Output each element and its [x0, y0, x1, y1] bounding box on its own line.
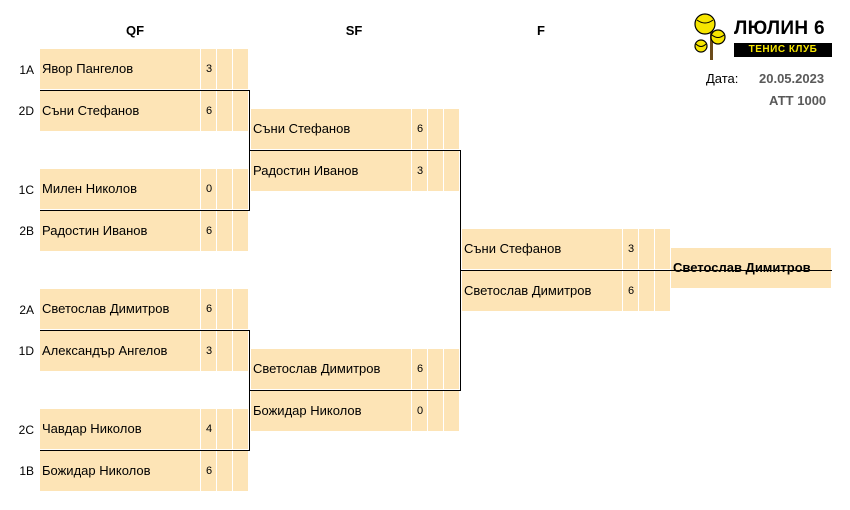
date-label: Дата:: [706, 71, 739, 86]
qf-seed-2: 2D: [18, 104, 34, 118]
final-player-2: Светослав Димитров 6: [462, 271, 670, 311]
player-score: 0: [205, 183, 213, 195]
qf-seed-5: 2A: [19, 303, 34, 317]
player-name: Светослав Димитров: [464, 283, 592, 298]
sf-player-4: Божидар Николов 0: [251, 391, 459, 431]
qf-player-4: Радостин Иванов 6: [40, 211, 248, 251]
sf-player-1: Съни Стефанов 6: [251, 109, 459, 149]
player-score: 3: [205, 345, 213, 357]
qf-player-5: Светослав Димитров 6: [40, 289, 248, 329]
player-name: Чавдар Николов: [42, 421, 142, 436]
logo-title: ЛЮЛИН 6: [734, 18, 825, 39]
bracket-line: [249, 90, 250, 150]
player-name: Съни Стефанов: [42, 103, 140, 118]
bracket-line: [460, 270, 832, 271]
player-name: Съни Стефанов: [253, 121, 351, 136]
player-name: Милен Николов: [42, 181, 137, 196]
qf-player-6: Александър Ангелов 3: [40, 331, 248, 371]
logo-subtitle: ТЕНИС КЛУБ: [734, 43, 832, 57]
category-label: АТТ 1000: [769, 93, 827, 108]
qf-player-3: Милен Николов 0: [40, 169, 248, 209]
qf-seed-8: 1B: [19, 464, 34, 478]
player-score: 6: [416, 363, 424, 375]
player-score: 4: [205, 423, 213, 435]
champion-cell: Светослав Димитров: [671, 248, 831, 288]
date-value: 20.05.2023: [759, 71, 825, 86]
final-player-1: Съни Стефанов 3: [462, 229, 670, 269]
player-score: 6: [205, 105, 213, 117]
player-score: 0: [416, 405, 424, 417]
qf-player-7: Чавдар Николов 4: [40, 409, 248, 449]
qf-seed-3: 1C: [18, 183, 34, 197]
player-score: 3: [416, 165, 424, 177]
champion-name: Светослав Димитров: [673, 260, 811, 275]
sf-player-2: Радостин Иванов 3: [251, 151, 459, 191]
round-title-f: F: [537, 23, 545, 38]
player-score: 3: [205, 63, 213, 75]
bracket-line: [40, 210, 250, 211]
bracket-line: [249, 390, 250, 451]
bracket-line: [249, 390, 461, 391]
qf-seed-1: 1A: [19, 63, 34, 77]
player-score: 6: [205, 303, 213, 315]
player-score: 6: [205, 465, 213, 477]
player-name: Явор Пангелов: [42, 61, 134, 76]
player-score: 6: [205, 225, 213, 237]
bracket-line: [40, 450, 250, 451]
player-name: Съни Стефанов: [464, 241, 562, 256]
qf-player-8: Божидар Николов 6: [40, 451, 248, 491]
player-score: 6: [627, 285, 635, 297]
bracket-line: [40, 330, 250, 331]
player-name: Светослав Димитров: [42, 301, 170, 316]
player-name: Александър Ангелов: [42, 343, 168, 358]
bracket-line: [460, 270, 461, 391]
bracket-line: [249, 150, 250, 211]
round-title-qf: QF: [125, 23, 145, 38]
player-name: Светослав Димитров: [253, 361, 381, 376]
player-score: 6: [416, 123, 424, 135]
player-name: Радостин Иванов: [253, 163, 359, 178]
bracket-line: [460, 150, 461, 270]
player-score: 3: [627, 243, 635, 255]
player-name: Божидар Николов: [253, 403, 362, 418]
player-name: Радостин Иванов: [42, 223, 148, 238]
bracket-line: [249, 330, 250, 390]
sf-player-3: Светослав Димитров 6: [251, 349, 459, 389]
qf-seed-6: 1D: [18, 344, 34, 358]
round-title-sf: SF: [345, 23, 363, 38]
qf-seed-4: 2B: [19, 224, 34, 238]
bracket-line: [40, 90, 250, 91]
qf-seed-7: 2C: [18, 423, 34, 437]
player-name: Божидар Николов: [42, 463, 151, 478]
bracket-line: [249, 150, 461, 151]
qf-player-1: Явор Пангелов 3: [40, 49, 248, 89]
tennis-tree-logo-icon: [694, 13, 726, 60]
qf-player-2: Съни Стефанов 6: [40, 91, 248, 131]
